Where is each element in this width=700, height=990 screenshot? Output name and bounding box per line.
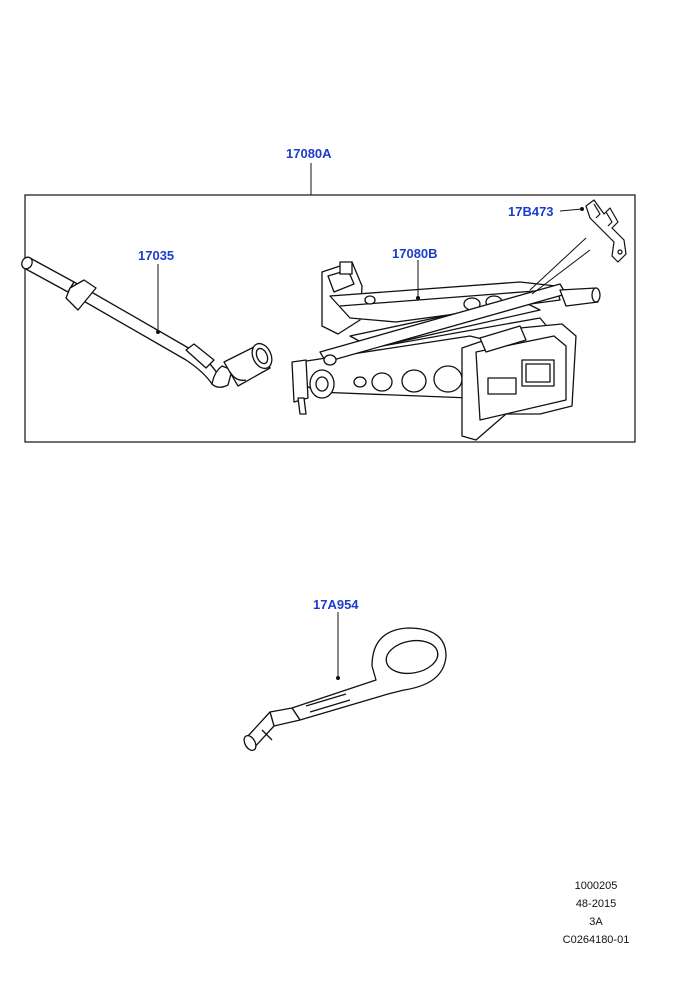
callout-17A954[interactable]: 17A954 <box>313 597 359 612</box>
leader-dot-17B473 <box>580 207 584 211</box>
leader-dot-17080B <box>416 296 420 300</box>
leader-17B473 <box>559 208 583 212</box>
leader-dot-17A954 <box>336 676 340 680</box>
callout-17080A[interactable]: 17080A <box>286 146 332 161</box>
bracket-drawing <box>585 199 627 263</box>
towing-eye-drawing <box>243 627 447 752</box>
callout-17B473[interactable]: 17B473 <box>508 204 554 219</box>
wheel-brace-drawing <box>21 256 273 388</box>
scissor-jack-drawing <box>291 261 601 441</box>
callout-17035[interactable]: 17035 <box>138 248 175 263</box>
leader-dot-17035 <box>156 330 160 334</box>
footer-line-2: 48-2015 <box>575 898 617 910</box>
footer-line-4: C0264180-01 <box>562 934 630 946</box>
callout-17080B[interactable]: 17080B <box>392 246 438 261</box>
bracket-guide-line-2 <box>531 249 591 295</box>
bracket-guide-line-1 <box>529 237 587 291</box>
assembly-frame <box>24 194 636 443</box>
footer-line-1: 1000205 <box>574 880 618 892</box>
footer-line-3: 3A <box>589 916 603 928</box>
